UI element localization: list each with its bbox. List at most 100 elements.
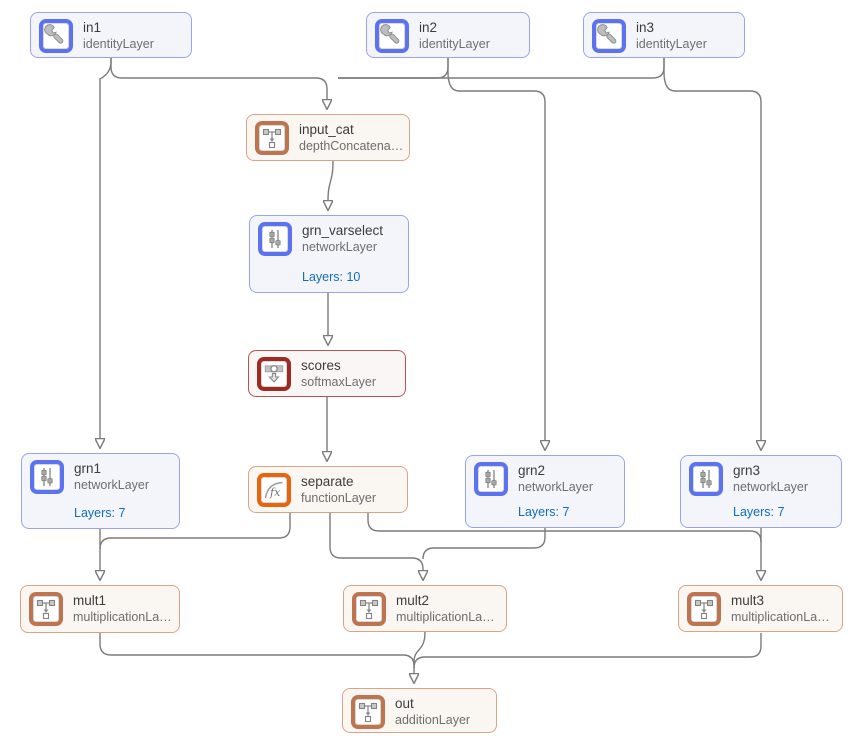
edge-input_cat-to-grn_varselect [328, 160, 334, 201]
function-icon: fx [264, 481, 283, 499]
layer-labels: grn1 networkLayer [74, 459, 149, 493]
layer-node-grn2[interactable]: fx grn2 networkLayer Layers: 7 [465, 455, 625, 528]
layer-icon-frame: fx [257, 357, 291, 391]
layer-node-grn3[interactable]: fx grn3 networkLayer Layers: 7 [680, 455, 842, 528]
layer-type: identityLayer [83, 37, 154, 51]
layer-type: additionLayer [395, 713, 471, 727]
layer-node-grn_varselect[interactable]: fx grn_varselect networkLayer Layers: 10 [249, 215, 409, 293]
subnetwork-icon [269, 230, 281, 248]
layer-node-input_cat[interactable]: fx input_cat depthConcatena… [246, 114, 410, 161]
layer-name: separate [301, 474, 354, 489]
combine-icon [262, 128, 282, 149]
layer-name: scores [301, 358, 341, 373]
layer-labels: scores softmaxLayer [301, 356, 376, 390]
layer-icon: fx [691, 596, 717, 622]
layer-icon-frame: fx [257, 473, 291, 507]
layer-count-badge: Layers: 7 [74, 506, 126, 520]
layer-icon-frame: fx [375, 19, 409, 53]
layer-type: functionLayer [301, 491, 377, 505]
subnetwork-icon [485, 470, 497, 488]
layer-count-badge: Layers: 10 [302, 270, 361, 284]
layer-labels: in1 identityLayer [83, 18, 154, 52]
layer-name: in1 [83, 20, 102, 35]
svg-text:fx: fx [269, 486, 281, 499]
layer-node-in3[interactable]: fx in3 identityLayer [583, 12, 745, 58]
layer-type: multiplicationLa… [73, 610, 172, 624]
layer-name: grn_varselect [302, 223, 384, 238]
layer-labels: separate functionLayer [301, 472, 376, 506]
layer-node-separate[interactable]: fx separate functionLayer [248, 466, 408, 513]
layer-name: in3 [636, 20, 655, 35]
softmax-icon [264, 365, 284, 383]
layer-count-badge: Layers: 7 [518, 505, 570, 519]
layer-icon-frame: fx [255, 121, 289, 155]
layer-icon: fx [478, 466, 504, 492]
layer-icon: fx [356, 596, 382, 622]
layer-type: networkLayer [302, 240, 378, 254]
layer-icon: fx [33, 596, 59, 622]
combine-icon [359, 599, 379, 620]
layer-node-mult1[interactable]: fx mult1 multiplicationLa… [20, 585, 180, 633]
layer-icon-frame: fx [474, 462, 508, 496]
layer-icon-frame: fx [30, 460, 64, 494]
layer-icon-frame: fx [39, 19, 73, 53]
layer-labels: input_cat depthConcatena… [299, 120, 404, 154]
edge-mult2-to-out [413, 631, 426, 663]
layer-node-scores[interactable]: fx scores softmaxLayer [248, 350, 406, 397]
edge-in1-to-input_cat [110, 58, 327, 100]
edge-separate-to-mult1 [99, 513, 291, 550]
layer-icon: fx [261, 361, 287, 387]
subnetwork-icon [700, 470, 712, 488]
layer-labels: grn2 networkLayer [518, 461, 593, 495]
layer-type: multiplicationLa… [731, 610, 830, 624]
layer-icon-frame: fx [258, 222, 292, 256]
wrench-icon [380, 24, 400, 44]
combine-icon [694, 599, 714, 620]
edge-separate-to-mult2 [329, 513, 423, 571]
layer-labels: in3 identityLayer [636, 18, 707, 52]
edge-in2-to-grn2 [447, 58, 545, 441]
layer-node-grn1[interactable]: fx grn1 networkLayer Layers: 7 [21, 453, 180, 529]
layer-labels: out additionLayer [395, 694, 470, 728]
layer-icon-frame: fx [689, 462, 723, 496]
layer-icon-frame: fx [352, 592, 386, 626]
edge-separate-to-mult3 [367, 513, 762, 543]
combine-icon [358, 702, 378, 723]
layer-node-out[interactable]: fx out additionLayer [342, 688, 497, 733]
wrench-icon [44, 24, 64, 44]
layer-icon: fx [379, 23, 405, 49]
edge-grn2-to-mult2 [422, 528, 546, 560]
layer-name: grn2 [518, 463, 546, 478]
edge-in3-to-grn3 [663, 58, 761, 441]
layer-icon: fx [261, 477, 287, 503]
layer-icon: fx [43, 23, 69, 49]
layer-type: softmaxLayer [301, 375, 377, 389]
layer-count-badge: Layers: 7 [733, 505, 785, 519]
layer-icon: fx [259, 125, 285, 151]
edge-in1-to-grn1 [100, 58, 112, 439]
layer-icon-frame: fx [29, 592, 63, 626]
layer-labels: mult2 multiplicationLa… [396, 591, 495, 625]
layer-labels: grn_varselect networkLayer [302, 221, 383, 255]
layer-node-mult2[interactable]: fx mult2 multiplicationLa… [343, 585, 507, 632]
layer-icon: fx [693, 466, 719, 492]
layer-type: networkLayer [518, 480, 594, 494]
layer-type: identityLayer [636, 37, 707, 51]
layer-node-mult3[interactable]: fx mult3 multiplicationLa… [678, 585, 843, 632]
layer-name: mult2 [396, 593, 430, 608]
layer-labels: mult3 multiplicationLa… [731, 591, 830, 625]
layer-name: grn1 [74, 461, 102, 476]
layer-name: mult1 [73, 593, 107, 608]
layer-type: identityLayer [419, 37, 490, 51]
layer-icon: fx [355, 699, 381, 725]
layer-icon-frame: fx [592, 19, 626, 53]
layer-type: multiplicationLa… [396, 610, 495, 624]
layer-type: networkLayer [74, 478, 150, 492]
layer-type: depthConcatena… [299, 139, 404, 153]
edge-mult3-to-out [413, 633, 762, 669]
layer-node-in2[interactable]: fx in2 identityLayer [366, 12, 530, 58]
layer-node-in1[interactable]: fx in1 identityLayer [30, 12, 192, 58]
